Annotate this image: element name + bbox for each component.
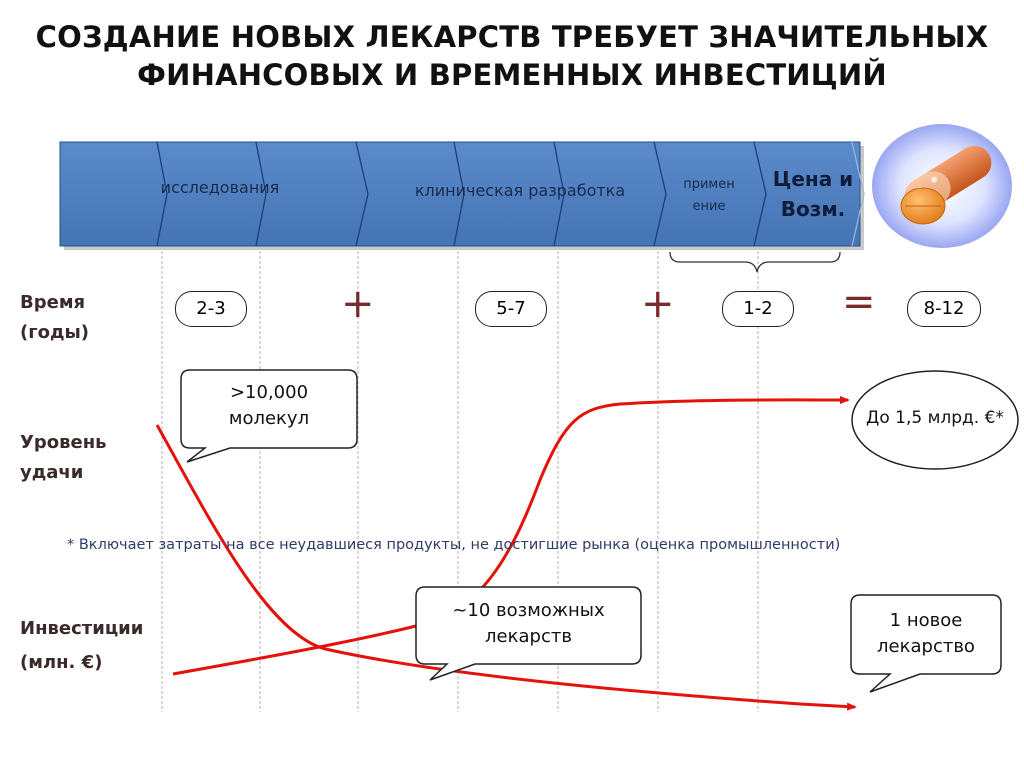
chevron-3 bbox=[355, 141, 369, 247]
phase-price-label: Цена и Возм. bbox=[758, 164, 868, 224]
row-label-investment-line-1: Инвестиции bbox=[20, 618, 144, 639]
callout-candidates-line-2: лекарств bbox=[485, 626, 572, 647]
callout-molecules bbox=[180, 369, 358, 463]
chevron-7 bbox=[753, 141, 767, 247]
duration-total-pill: 8-12 bbox=[907, 291, 981, 327]
duration-clinical-pill: 5-7 bbox=[475, 291, 547, 327]
phase-research-label: исследования bbox=[160, 178, 280, 197]
plus-operator-2: + bbox=[641, 281, 675, 327]
callout-new-drug-line-2: лекарство bbox=[877, 636, 975, 657]
phase-chevrons bbox=[156, 141, 865, 247]
plus-operator-1: + bbox=[341, 281, 375, 327]
callout-molecules-line-2: молекул bbox=[228, 408, 310, 429]
phase-apply-line-1: примен bbox=[683, 177, 735, 192]
duration-apply-pill: 1-2 bbox=[722, 291, 794, 327]
chevron-2 bbox=[255, 141, 267, 247]
footnote: * Включает затраты на все неудавшиеся пр… bbox=[67, 537, 841, 553]
title-line-1: СОЗДАНИЕ НОВЫХ ЛЕКАРСТВ ТРЕБУЕТ ЗНАЧИТЕЛ… bbox=[35, 20, 989, 54]
chevron-end bbox=[851, 141, 865, 247]
row-label-time-line-2: (годы) bbox=[20, 322, 90, 343]
phase-apply-label: примен ение bbox=[664, 174, 754, 218]
callout-molecules-text: >10,000 молекул bbox=[181, 380, 357, 432]
equals-operator: = bbox=[842, 279, 876, 325]
chevron-5 bbox=[553, 141, 565, 247]
row-label-success-line-1: Уровень bbox=[20, 432, 107, 453]
callout-molecules-line-1: >10,000 bbox=[229, 382, 309, 403]
phase-apply-line-2: ение bbox=[692, 199, 726, 214]
row-label-time: Время (годы) bbox=[20, 288, 89, 348]
row-label-success-line-2: удачи bbox=[20, 462, 84, 483]
chevron-6 bbox=[653, 141, 667, 247]
pills-icon bbox=[872, 124, 1012, 248]
duration-research-pill: 2-3 bbox=[175, 291, 247, 327]
row-label-investment-line-2: (млн. €) bbox=[20, 652, 103, 673]
row-label-success: Уровень удачи bbox=[20, 428, 107, 488]
page-title: СОЗДАНИЕ НОВЫХ ЛЕКАРСТВ ТРЕБУЕТ ЗНАЧИТЕЛ… bbox=[0, 18, 1024, 94]
callout-candidates bbox=[415, 586, 642, 681]
phase-price-line-1: Цена и bbox=[772, 167, 854, 191]
phase-brace bbox=[669, 251, 841, 273]
phase-clinical-label: клиническая разработка bbox=[414, 181, 626, 200]
row-label-time-line-1: Время bbox=[20, 292, 86, 313]
phase-price-line-2: Возм. bbox=[780, 197, 846, 221]
phase-banner bbox=[59, 141, 861, 247]
cost-ellipse bbox=[851, 370, 1019, 470]
callout-new-drug-text: 1 новое лекарство bbox=[851, 608, 1001, 660]
callout-new-drug-line-1: 1 новое bbox=[889, 610, 963, 631]
callout-candidates-text: ~10 возможных лекарств bbox=[416, 598, 641, 650]
row-label-investment: Инвестиции (млн. €) bbox=[20, 612, 143, 680]
investment-curve bbox=[172, 395, 850, 676]
callout-new-drug bbox=[850, 594, 1002, 693]
cost-text: До 1,5 млрд. €* bbox=[866, 408, 1004, 428]
success-curve bbox=[155, 424, 857, 711]
title-line-2: ФИНАНСОВЫХ И ВРЕМЕННЫХ ИНВЕСТИЦИЙ bbox=[137, 58, 887, 92]
chevron-1 bbox=[156, 141, 168, 247]
chevron-4 bbox=[453, 141, 465, 247]
callout-candidates-line-1: ~10 возможных bbox=[452, 600, 605, 621]
